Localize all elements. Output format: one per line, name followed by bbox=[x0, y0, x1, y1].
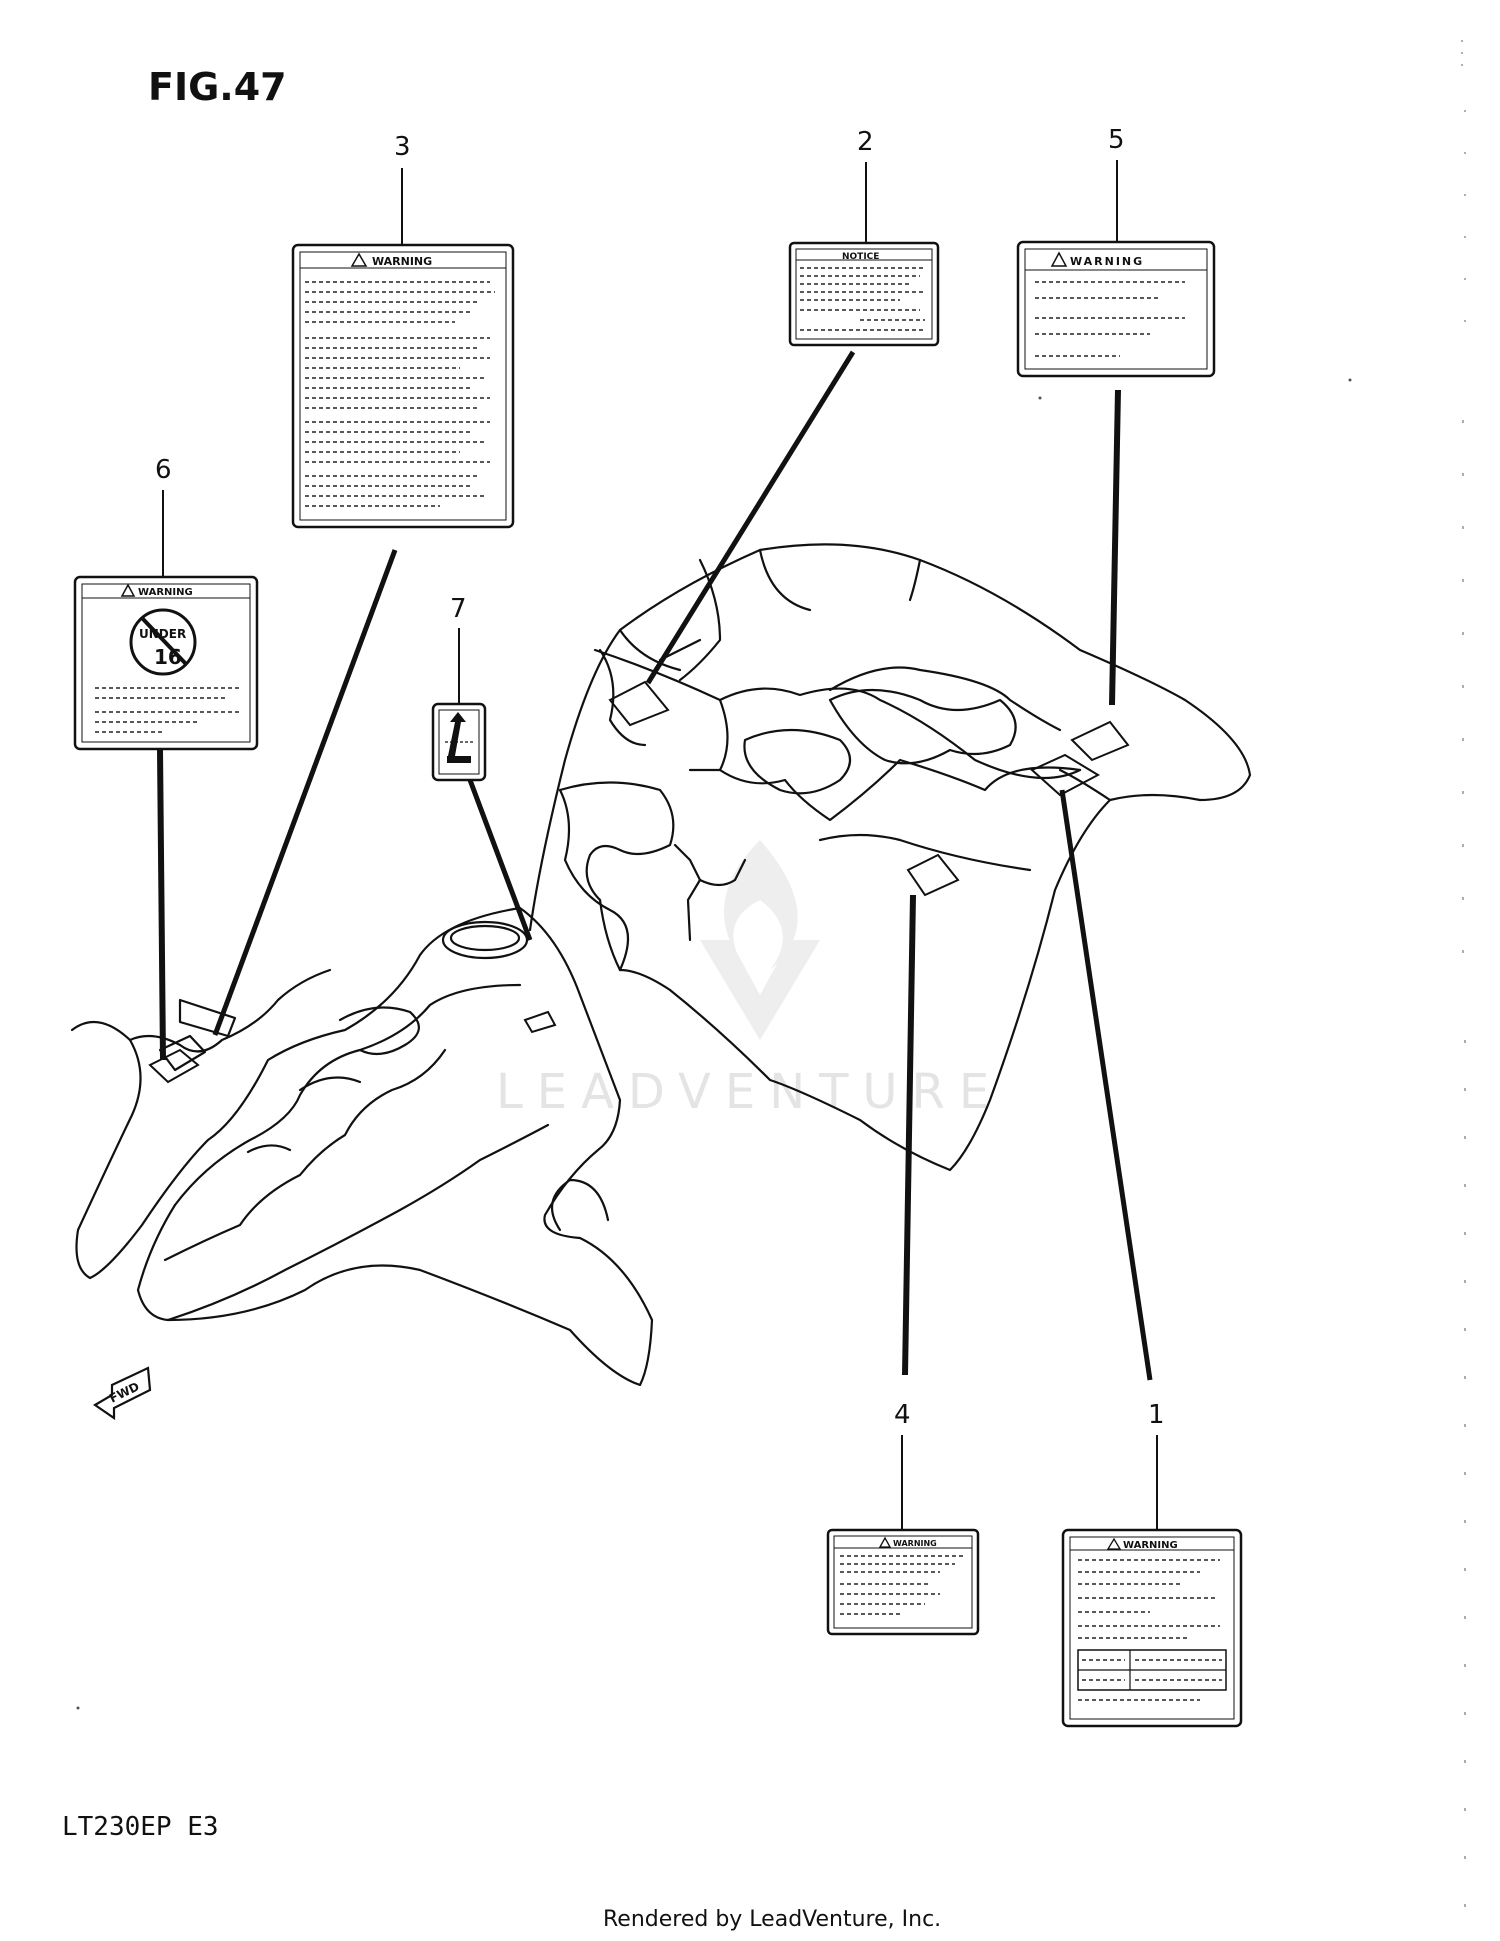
callout-4: 4 WARNING bbox=[826, 1400, 980, 1636]
label-4-heading: WARNING bbox=[893, 1539, 937, 1548]
label-5-warning-decal: WARNING bbox=[1016, 240, 1216, 378]
warning-triangle-icon bbox=[120, 583, 136, 597]
callout-number-3: 3 bbox=[394, 132, 411, 162]
warning-triangle-icon bbox=[1106, 1537, 1122, 1550]
watermark: LEADVENTURE bbox=[496, 840, 1003, 1120]
front-fender bbox=[70, 906, 654, 1387]
label-2-heading: NOTICE bbox=[842, 252, 879, 262]
leader-lines bbox=[157, 350, 1153, 1381]
warning-triangle-icon bbox=[1050, 251, 1068, 267]
label-6-heading: WARNING bbox=[138, 587, 193, 598]
callout-number-2: 2 bbox=[857, 127, 874, 157]
callout-5: 5 WARNING bbox=[1016, 125, 1216, 378]
callout-number-7: 7 bbox=[450, 594, 467, 624]
under-text: UNDER bbox=[139, 627, 186, 641]
callout-number-5: 5 bbox=[1108, 125, 1125, 155]
label-2-notice-decal: NOTICE bbox=[788, 241, 940, 347]
callout-7: 7 bbox=[431, 594, 487, 782]
label-1-warning-decal: WARNING bbox=[1061, 1528, 1243, 1728]
callout-number-1: 1 bbox=[1148, 1400, 1165, 1430]
watermark-text: LEADVENTURE bbox=[496, 1064, 1003, 1120]
callout-1: 1 WARNING bbox=[1061, 1400, 1243, 1728]
callout-number-4: 4 bbox=[894, 1400, 911, 1430]
label-4-warning-decal: WARNING bbox=[826, 1528, 980, 1636]
warning-triangle-icon bbox=[350, 252, 368, 267]
label-1-heading: WARNING bbox=[1123, 1540, 1178, 1551]
label-7-lever-decal bbox=[431, 702, 487, 782]
label-1-table bbox=[1077, 1649, 1227, 1691]
label-6-under-16-decal: WARNING UNDER 16 bbox=[73, 575, 259, 751]
callout-3: 3 WARNING bbox=[291, 132, 515, 529]
figure-title: FIG.47 bbox=[148, 65, 287, 109]
rear-fender bbox=[528, 543, 1252, 1172]
label-3-heading: WARNING bbox=[372, 255, 432, 268]
warning-triangle-icon bbox=[878, 1536, 892, 1548]
no-under-16-icon: UNDER 16 bbox=[129, 608, 197, 676]
label-5-heading: WARNING bbox=[1070, 255, 1144, 268]
model-code: LT230EP E3 bbox=[62, 1812, 219, 1842]
callout-number-6: 6 bbox=[155, 455, 172, 485]
callout-2: 2 NOTICE bbox=[788, 127, 940, 347]
render-credit: Rendered by LeadVenture, Inc. bbox=[603, 1907, 941, 1932]
label-3-warning-decal: WARNING bbox=[291, 243, 515, 529]
scan-margin-marks bbox=[76, 40, 1466, 1920]
lever-arrow-icon bbox=[448, 712, 466, 756]
fwd-arrow: FWD bbox=[92, 1366, 152, 1421]
callout-6: 6 WARNING UNDER 16 bbox=[73, 455, 259, 751]
